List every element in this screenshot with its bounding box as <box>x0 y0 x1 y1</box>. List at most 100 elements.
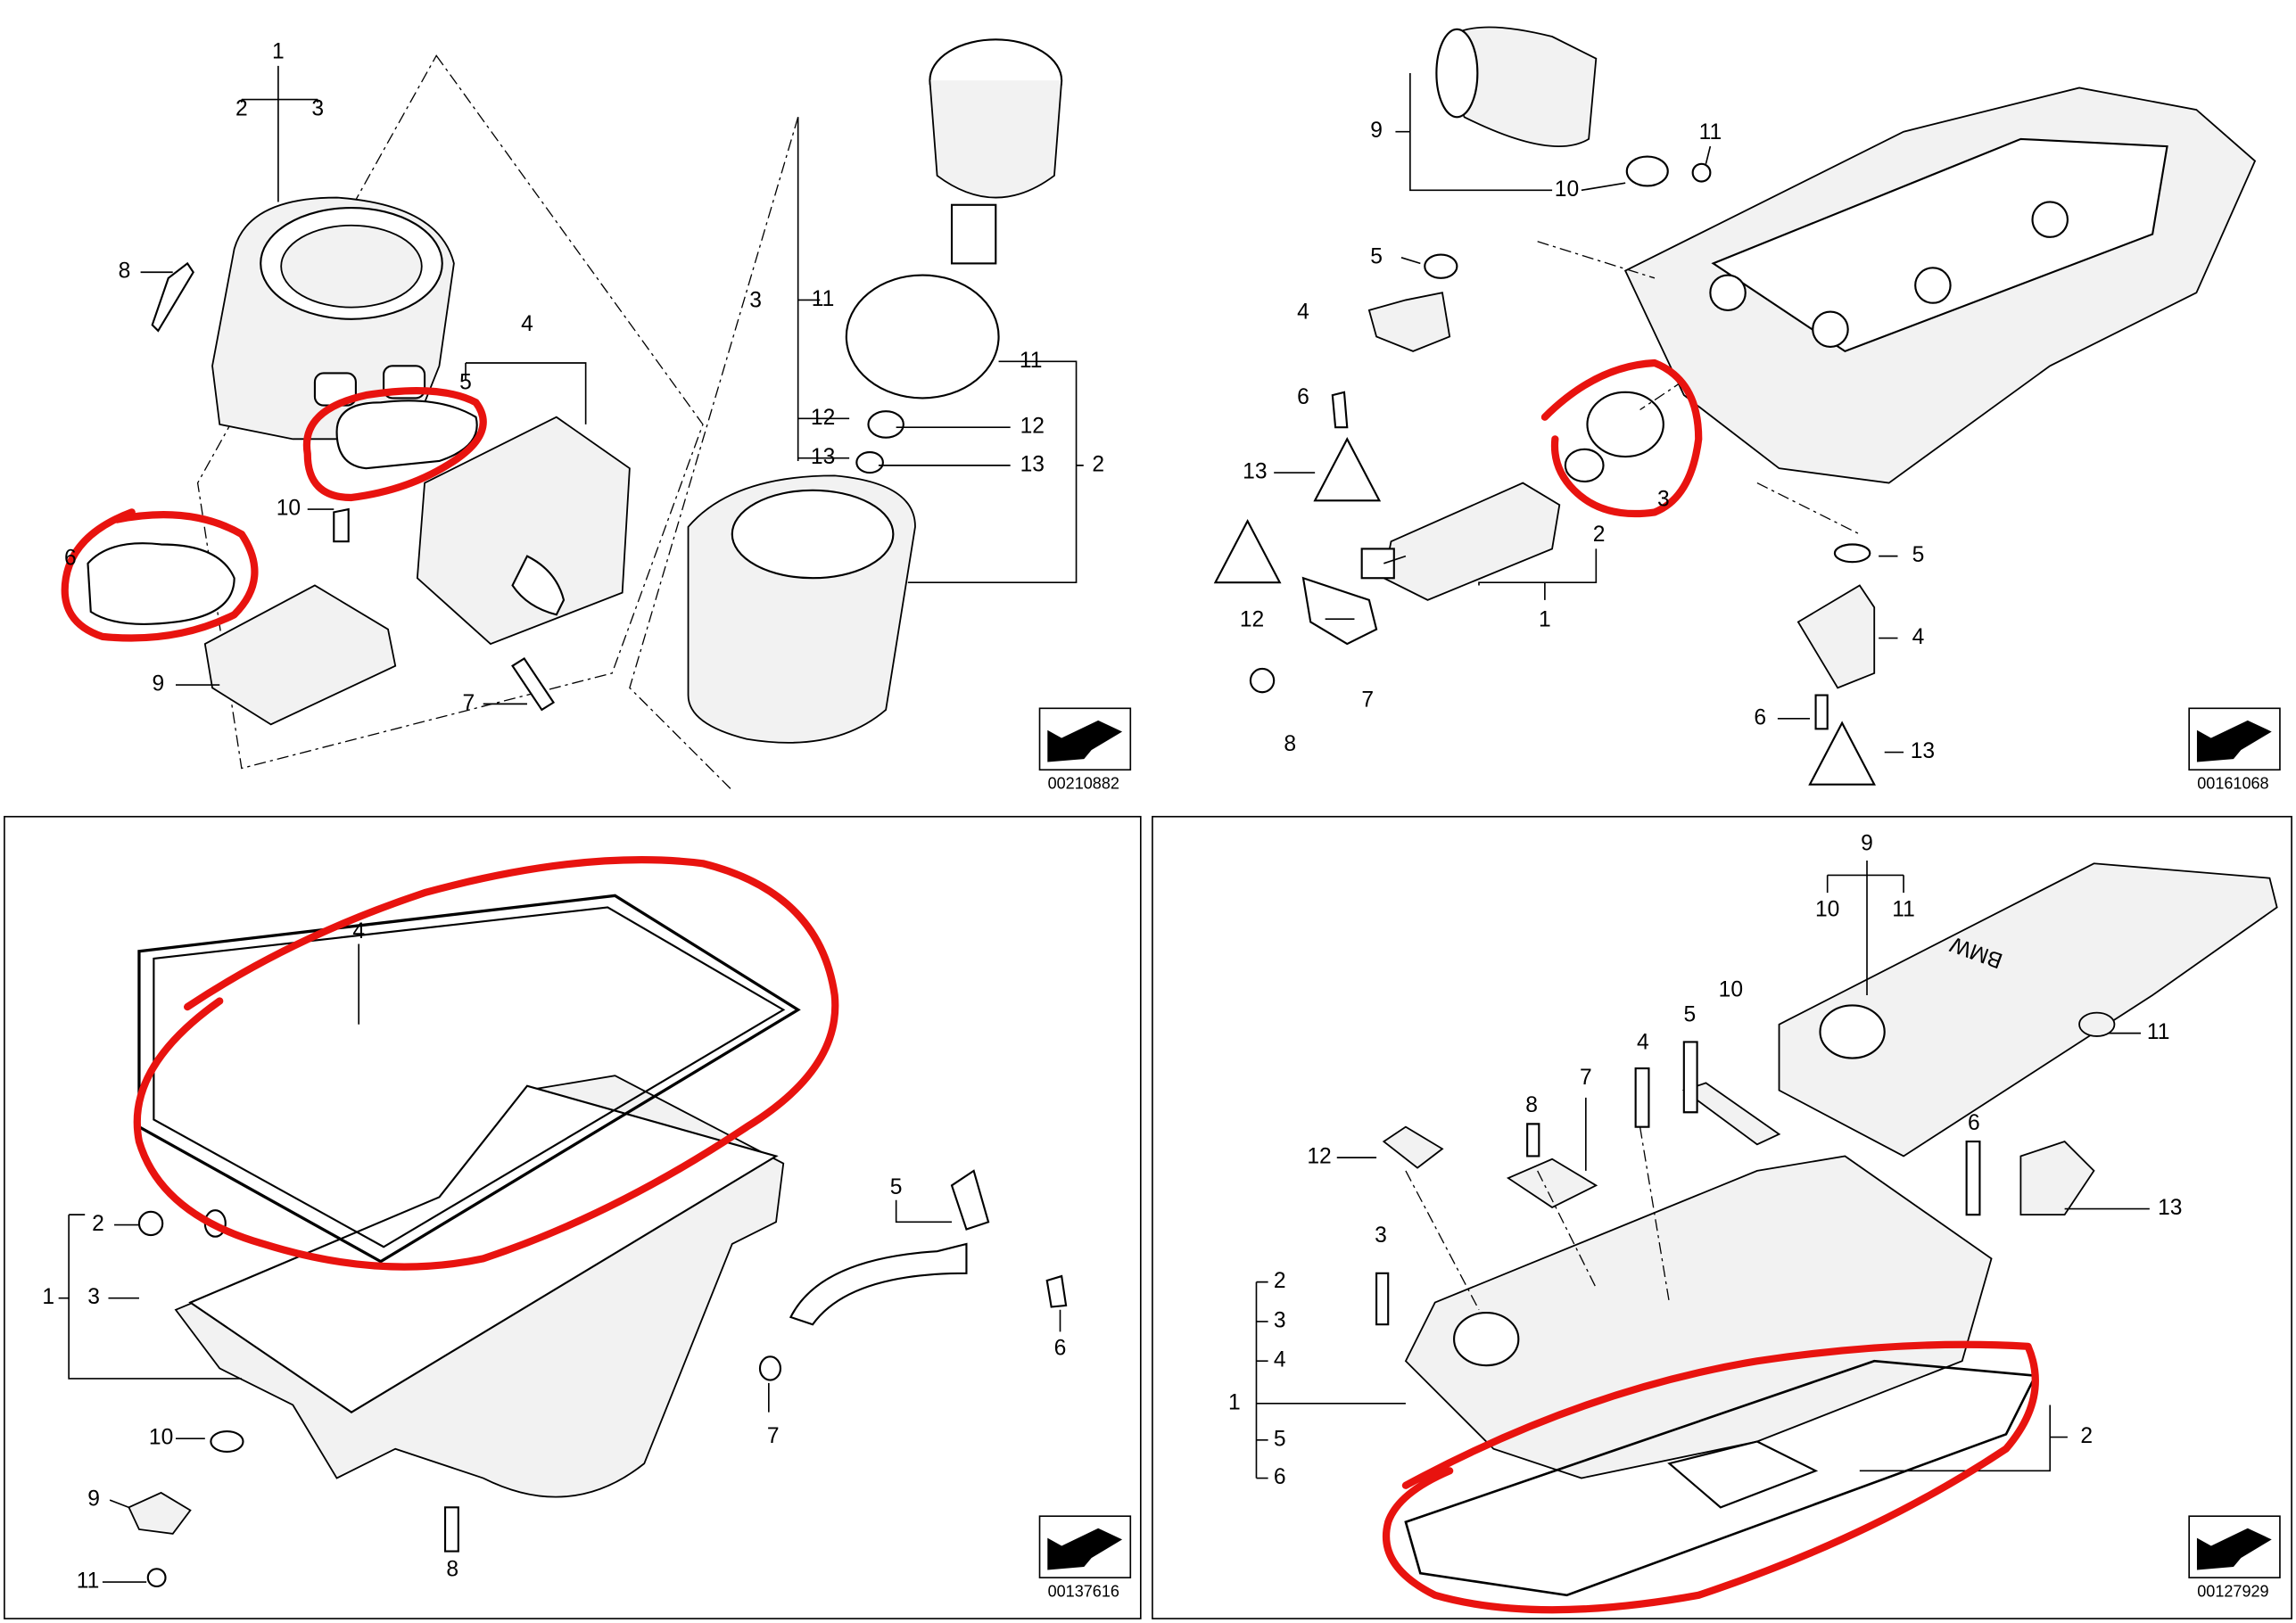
callout-number: 13 <box>1020 452 1045 476</box>
callout-number: 8 <box>1525 1093 1538 1117</box>
vanos-solenoid-part <box>1435 26 1598 147</box>
callout-number: 9 <box>1861 831 1873 855</box>
diagram-id: 00127929 <box>2197 1582 2268 1600</box>
callout-number: 7 <box>1361 688 1374 713</box>
highlight-circle <box>1382 1340 2039 1614</box>
callout-number: 3 <box>311 97 324 121</box>
sensor-part <box>1796 584 1876 689</box>
callout-number: 12 <box>1307 1145 1331 1169</box>
highlight-circle <box>61 508 259 642</box>
callout-number: 2 <box>92 1212 104 1236</box>
callout-number: 6 <box>1297 385 1309 409</box>
panel-valve-cover: BMW 00127929 9 10 11 5 10 4 <box>1152 815 2292 1619</box>
bolt-part <box>511 657 556 712</box>
callout-number: 9 <box>1370 119 1383 143</box>
callout-number: 5 <box>1274 1427 1286 1451</box>
callout-number: 13 <box>2158 1196 2182 1220</box>
callout-number: 1 <box>272 40 285 64</box>
callout-number: 11 <box>2147 1020 2170 1044</box>
callout-number: 6 <box>1968 1111 1980 1135</box>
callout-number: 2 <box>235 97 248 121</box>
highlight-circle <box>133 856 839 1271</box>
warning-triangle-icon <box>1213 437 1876 786</box>
panel-frame <box>4 815 1142 1619</box>
callout-number: 8 <box>446 1557 458 1581</box>
callout-number: 3 <box>1375 1223 1387 1248</box>
callout-number: 12 <box>1240 607 1264 631</box>
callout-number: 3 <box>1657 488 1670 512</box>
callout-number: 10 <box>277 497 301 521</box>
callout-number: 8 <box>119 260 131 284</box>
callout-number: 2 <box>1274 1269 1286 1293</box>
o-ring-part <box>845 274 1000 400</box>
callout-number: 2 <box>2080 1424 2093 1448</box>
callout-number: 5 <box>459 370 472 394</box>
callout-number: 11 <box>1020 349 1043 373</box>
callout-number: 13 <box>1243 460 1267 484</box>
callout-number: 6 <box>1054 1337 1067 1361</box>
filter-housing-part <box>211 196 455 441</box>
callout-number: 5 <box>1684 1002 1697 1026</box>
callout-labels: 1 2 3 8 4 5 10 6 9 7 3 11 11 12 12 13 13… <box>64 40 1104 715</box>
diagram-id: 00210882 <box>1048 775 1119 793</box>
callout-number: 11 <box>1699 120 1722 144</box>
callout-number: 10 <box>1719 978 1743 1002</box>
callout-number: 4 <box>1274 1348 1286 1372</box>
callout-number: 5 <box>890 1175 903 1199</box>
orientation-arrow-icon <box>2196 1528 2272 1570</box>
sensor-part <box>1367 292 1451 352</box>
callout-number: 9 <box>152 672 164 696</box>
callout-number: 10 <box>149 1426 173 1450</box>
callout-number: 2 <box>1593 523 1606 547</box>
callout-number: 3 <box>87 1285 100 1309</box>
callout-number: 5 <box>1370 244 1383 268</box>
callout-number: 4 <box>1912 625 1925 649</box>
gasket-part <box>335 400 478 470</box>
callout-number: 6 <box>1754 705 1766 729</box>
callout-number: 7 <box>462 691 475 715</box>
highlight-circle <box>1540 358 1703 518</box>
callout-number: 12 <box>1020 415 1045 439</box>
callout-number: 4 <box>1637 1031 1649 1055</box>
orientation-arrow-icon <box>1047 1528 1123 1570</box>
callout-number: 3 <box>1274 1308 1286 1332</box>
callout-labels: 9 10 11 5 10 4 11 7 8 12 6 13 3 2 3 4 1 … <box>1228 831 2183 1489</box>
callout-number: 4 <box>521 312 533 336</box>
panel-frame <box>1152 815 2292 1619</box>
cylinder-head-part <box>1623 87 2257 484</box>
vanos-valve-part <box>1360 482 1561 601</box>
oil-pan-part <box>174 1075 785 1498</box>
orientation-arrow-icon <box>1047 720 1123 762</box>
diagram-id: 00161068 <box>2197 775 2268 793</box>
callout-labels: 4 2 1 3 5 6 7 10 9 11 8 <box>42 919 1066 1594</box>
callout-number: 8 <box>1284 732 1296 756</box>
callout-number: 1 <box>42 1285 54 1309</box>
callout-number: 11 <box>812 287 835 311</box>
callout-labels: 9 11 10 5 4 6 13 3 2 12 1 7 8 5 4 6 13 <box>1240 119 1935 763</box>
gasket-part <box>87 542 235 625</box>
callout-number: 13 <box>811 445 835 469</box>
callout-number: 10 <box>1815 897 1839 921</box>
highlight-circle <box>302 387 487 502</box>
callout-number: 7 <box>767 1424 780 1448</box>
dipstick-tube-part <box>789 1242 968 1326</box>
callout-number: 1 <box>1539 607 1551 631</box>
callout-number: 2 <box>1092 452 1104 476</box>
oil-filter-element-part <box>687 474 916 744</box>
callout-number: 1 <box>1228 1390 1241 1414</box>
panel-oil-pan: 00137616 4 2 1 3 5 6 7 10 9 11 8 <box>4 815 1142 1619</box>
callout-number: 6 <box>64 546 77 570</box>
oil-level-sensor-part <box>128 1491 192 1535</box>
callout-number: 6 <box>1274 1465 1286 1489</box>
callout-number: 4 <box>352 919 365 943</box>
callout-number: 9 <box>87 1487 100 1512</box>
callout-number: 3 <box>749 289 762 313</box>
callout-number: 11 <box>77 1569 100 1594</box>
callout-number: 11 <box>1892 897 1915 921</box>
callout-number: 4 <box>1297 301 1309 325</box>
orientation-arrow-icon <box>2196 720 2272 762</box>
diagram-id: 00137616 <box>1048 1582 1119 1600</box>
engine-cover-part: BMW <box>1778 862 2278 1158</box>
callout-number: 13 <box>1911 739 1935 763</box>
